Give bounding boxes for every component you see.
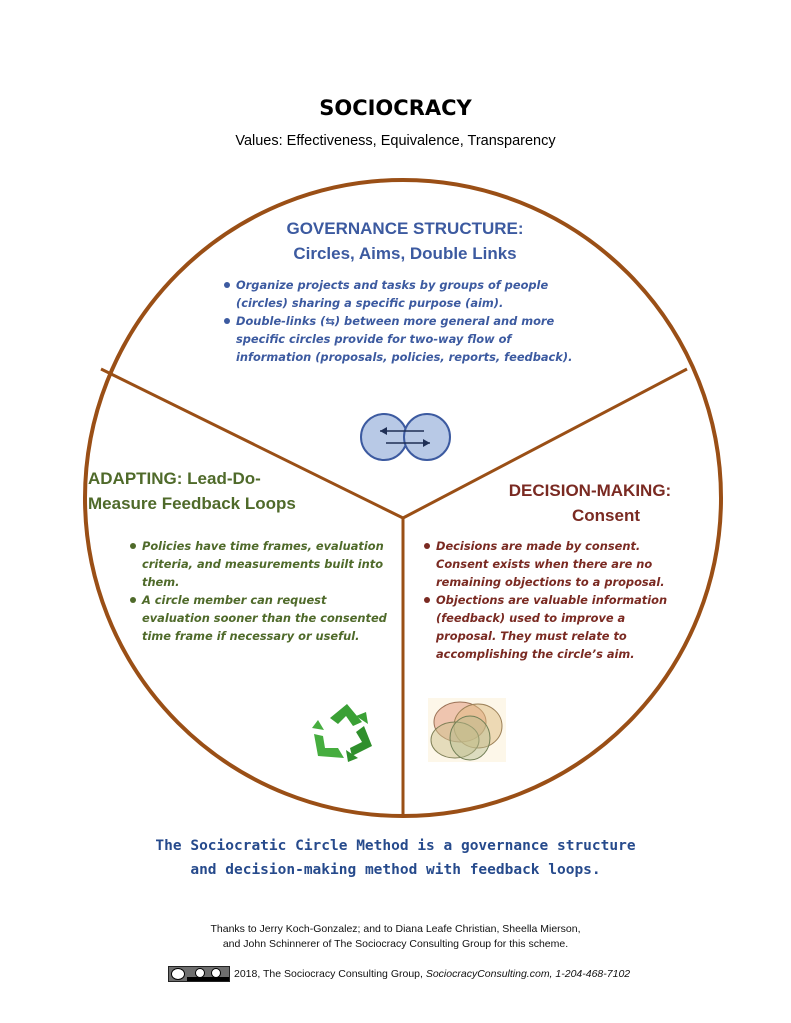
decision-bullets: Decisions are made by consent. Consent e…	[422, 537, 680, 663]
governance-title: GOVERNANCE STRUCTURE:	[286, 219, 524, 238]
governance-bullet: Organize projects and tasks by groups of…	[222, 276, 582, 312]
copyright-text: 2018, The Sociocracy Consulting Group,	[234, 968, 426, 980]
decision-bullet: Decisions are made by consent. Consent e…	[422, 537, 680, 591]
footer-tagline: The Sociocratic Circle Method is a gover…	[0, 834, 791, 882]
copyright-site[interactable]: SociocracyConsulting.com, 1-204-468-7102	[425, 968, 631, 980]
divider-right	[402, 367, 688, 520]
adapting-subtitle: Measure Feedback Loops	[88, 494, 296, 513]
page-title: SOCIOCRACY	[319, 96, 472, 120]
decision-subtitle: Consent	[572, 506, 640, 525]
adapting-bullet: Policies have time frames, evaluation cr…	[128, 537, 390, 591]
tagline-line: and decision-making method with feedback…	[190, 862, 601, 878]
footer-thanks: Thanks to Jerry Koch-Gonzalez; and to Di…	[0, 922, 791, 952]
divider-left	[100, 367, 404, 520]
tagline-line: The Sociocratic Circle Method is a gover…	[155, 838, 636, 854]
recycle-icon	[312, 704, 372, 762]
creative-commons-by-sa-icon[interactable]	[168, 966, 230, 982]
governance-subtitle: Circles, Aims, Double Links	[293, 244, 517, 263]
thanks-line: Thanks to Jerry Koch-Gonzalez; and to Di…	[210, 923, 581, 935]
governance-bullets: Organize projects and tasks by groups of…	[222, 276, 582, 366]
governance-heading: GOVERNANCE STRUCTURE: Circles, Aims, Dou…	[240, 216, 570, 266]
thanks-line: and John Schinnerer of The Sociocracy Co…	[222, 938, 569, 950]
copyright-line: 2018, The Sociocracy Consulting Group, S…	[168, 965, 688, 983]
governance-bullet: Double-links (⇆) between more general an…	[222, 312, 582, 366]
adapting-bullets: Policies have time frames, evaluation cr…	[128, 537, 390, 645]
double-link-icon	[360, 413, 451, 461]
adapting-heading: ADAPTING: Lead-Do- Measure Feedback Loop…	[88, 466, 348, 516]
decision-title: DECISION-MAKING:	[508, 481, 672, 500]
venn-diagram-icon	[428, 698, 506, 762]
page-subtitle: Values: Effectiveness, Equivalence, Tran…	[235, 133, 556, 149]
adapting-bullet: A circle member can request evaluation s…	[128, 591, 390, 645]
decision-heading: DECISION-MAKING: Consent	[500, 478, 680, 528]
adapting-title: ADAPTING: Lead-Do-	[88, 469, 261, 488]
decision-bullet: Objections are valuable information (fee…	[422, 591, 680, 663]
